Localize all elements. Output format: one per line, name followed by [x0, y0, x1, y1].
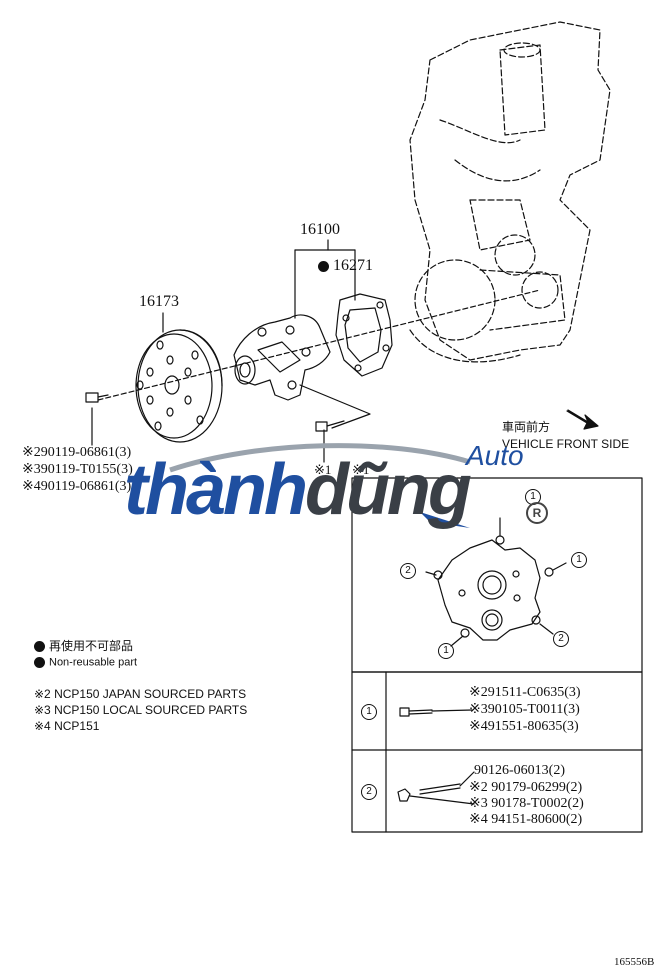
watermark-logo: thànhdũng: [124, 450, 472, 530]
table-row-2-line-1: 90126-06013(2): [474, 763, 565, 778]
watermark-auto: Auto: [466, 440, 524, 471]
non-reusable-dot-icon: [34, 641, 45, 653]
table-row-2-line-2: ※2 90179-06299(2): [469, 780, 583, 795]
registered-mark-icon: R: [526, 502, 548, 524]
reference-code: 165556B: [614, 956, 655, 968]
direction-jp: 車両前方: [502, 420, 551, 434]
assy-part-number: 16100: [300, 221, 340, 238]
pulley-bolt-line-1: ※290119-06861(3): [22, 445, 132, 460]
pulley-bolt-drawing: [85, 392, 109, 403]
parts-table: [351, 671, 643, 833]
legend-jp: 再使用不可部品: [34, 640, 133, 653]
callout-2-right: 2: [553, 631, 569, 648]
direction-en: VEHICLE FRONT SIDE: [502, 437, 630, 451]
non-reusable-dot-icon: [34, 657, 45, 668]
mark-1a: ※1: [314, 462, 332, 477]
water-pump-drawing: [233, 314, 331, 401]
note-4: ※4 NCP151: [34, 719, 100, 733]
table-row-1-mark: 1: [361, 704, 377, 721]
gasket-part-number: 16271: [318, 258, 373, 274]
table-row-1-line-1: ※291511-C0635(3): [469, 685, 581, 700]
table-row-1-line-3: ※491551-80635(3): [469, 719, 579, 734]
pump-front-view: [433, 535, 554, 641]
direction-arrow-icon: [566, 409, 599, 430]
table-row-2-mark: 2: [361, 784, 377, 801]
callout-2-left: 2: [400, 563, 416, 580]
legend-en: Non-reusable part: [34, 657, 137, 668]
pump-bolt-drawing: [315, 420, 345, 432]
pulley-bolt-line-3: ※490119-06861(3): [22, 479, 132, 494]
mark-1b: ※1: [352, 462, 370, 477]
callout-1-right: 1: [571, 552, 587, 569]
table-row-1-line-2: ※390105-T0011(3): [469, 702, 580, 717]
pulley-part-number: 16173: [139, 293, 179, 310]
non-reusable-dot-icon: [318, 260, 329, 272]
table-row-2-line-4: ※4 94151-80600(2): [469, 812, 583, 827]
note-2: ※2 NCP150 JAPAN SOURCED PARTS: [34, 687, 247, 701]
table-row-2-line-3: ※3 90178-T0002(2): [469, 796, 584, 811]
callout-1-bottom: 1: [438, 643, 454, 660]
engine-block-outline: [409, 21, 611, 363]
assembly-axis: [97, 289, 541, 401]
note-3: ※3 NCP150 LOCAL SOURCED PARTS: [34, 703, 248, 717]
pulley-bolt-line-2: ※390119-T0155(3): [22, 462, 133, 477]
gasket-drawing: [335, 293, 393, 377]
pulley-drawing: [135, 329, 223, 443]
